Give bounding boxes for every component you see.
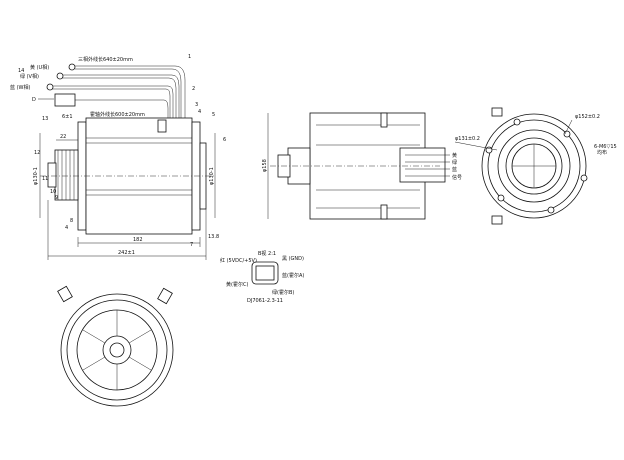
dim-outer-dia: φ152±0.2 (575, 114, 600, 120)
pin-blue: 蓝(霍尔A) (282, 272, 304, 279)
connector-view: B视 2:1 (258, 250, 276, 257)
wire-green: 绿 (452, 159, 457, 166)
phase-wire-length: 三相外线长640±20mm (78, 56, 133, 63)
phase-wires (46, 63, 186, 118)
ring-terminal-u (68, 63, 76, 71)
callout-2: 2 (192, 86, 195, 92)
callout-9: 9 (55, 195, 58, 201)
holes-spec: 6-M6▽15 (594, 144, 617, 150)
dim-flange: 13.8 (208, 234, 219, 240)
callout-5: 5 (212, 112, 215, 118)
wire-label-v: 绿 (V相) (20, 73, 39, 80)
hall-wire-length: 霍轴外线长600±20mm (90, 111, 145, 118)
dim-gap: 4 (65, 225, 68, 231)
front-view: φ158 黄 绿 蓝 信号 (262, 112, 462, 220)
pin-green: 绿(霍尔B) (272, 289, 294, 296)
pin-black: 黑 (GND) (282, 256, 304, 262)
wire-signal: 信号 (452, 174, 462, 181)
ring-terminal-w (46, 83, 54, 91)
callout-13: 13 (42, 116, 48, 122)
ring-terminal-v (56, 72, 64, 80)
connector-detail: B视 2:1 红 (5VDC/+5V) 黑 (GND) 蓝(霍尔A) 绿(霍尔B… (220, 250, 304, 304)
callout-7: 7 (190, 242, 193, 248)
wire-label-u: 黄 (U相) (30, 64, 49, 71)
connector-part-no: DJ7061-2.3-11 (247, 298, 283, 304)
side-view: 黄 (U相) 绿 (V相) 蓝 (W相) 三相外线长640±20mm 霍轴外线长… (10, 54, 226, 260)
callout-4: 4 (198, 109, 201, 115)
callout-1: 1 (188, 54, 191, 60)
dim-right-dia: φ130-1 (209, 167, 215, 185)
end-view: φ131±0.2 φ152±0.2 6-M6▽15 均布 (454, 107, 617, 225)
pulley (54, 149, 79, 201)
wire-yellow: 黄 (452, 152, 457, 159)
dim-front-dia: φ158 (262, 159, 268, 172)
dim-left-dia: φ130-1 (33, 167, 39, 185)
dim-inner-dia: φ131±0.2 (455, 136, 480, 142)
dim-overall-length: 242±1 (118, 250, 135, 256)
callout-11: 11 (42, 176, 48, 182)
dim-offset: 6±1 (62, 114, 73, 120)
wire-blue: 蓝 (452, 166, 457, 173)
pin-yellow: 黄(霍尔C) (226, 281, 248, 288)
callout-8: 8 (70, 218, 73, 224)
wire-label-w: 蓝 (W相) (10, 84, 30, 91)
callout-3: 3 (195, 102, 198, 108)
dim-body-length: 182 (133, 237, 143, 243)
callout-10: 10 (50, 189, 56, 195)
pin-red: 红 (5VDC/+5V) (220, 257, 257, 264)
rear-view (57, 285, 174, 407)
callout-12: 12 (34, 150, 40, 156)
view-marker-d: D (32, 97, 36, 103)
dim-pulley-width: 22 (60, 134, 66, 140)
holes-note: 均布 (597, 149, 607, 156)
hall-connector (54, 93, 76, 107)
callout-14: 14 (18, 68, 24, 74)
callout-6: 6 (223, 137, 226, 143)
